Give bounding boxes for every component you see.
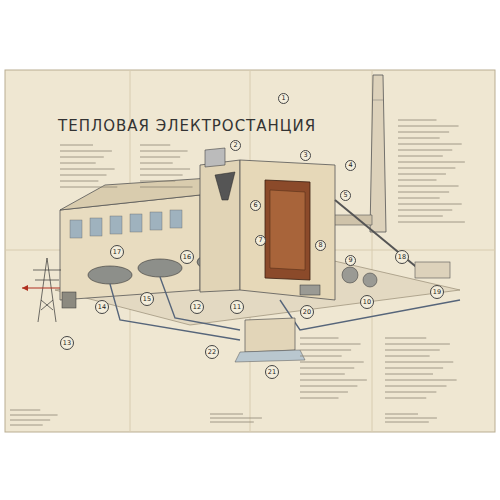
legend-row [60, 175, 107, 176]
legend-row [398, 144, 462, 145]
legend-row [398, 180, 437, 181]
legend-row [140, 181, 175, 182]
callout-number: 4 [345, 160, 356, 171]
legend-row [210, 422, 254, 423]
callout-number: 2 [230, 140, 241, 151]
legend-row [10, 425, 43, 426]
legend-row [140, 187, 193, 188]
legend-row [60, 187, 117, 188]
callout-number: 1 [278, 93, 289, 104]
legend-row [140, 157, 180, 158]
legend-row [385, 418, 437, 419]
legend-row [385, 350, 440, 351]
legend-row [140, 145, 170, 146]
legend-row [140, 151, 188, 152]
legend-row [398, 174, 446, 175]
legend-row [398, 138, 440, 139]
legend-row [398, 216, 443, 217]
legend-row [210, 418, 262, 419]
legend-row [140, 169, 190, 170]
legend-row [398, 120, 437, 121]
callout-number: 8 [315, 240, 326, 251]
callout-number: 7 [255, 235, 266, 246]
callout-number: 14 [95, 300, 109, 314]
legend-row [300, 380, 367, 381]
legend-row [300, 392, 348, 393]
poster-title: ТЕПЛОВАЯ ЭЛЕКТРОСТАНЦИЯ [58, 117, 316, 135]
legend-row [398, 126, 459, 127]
callout-number: 6 [250, 200, 261, 211]
legend-row [398, 162, 465, 163]
legend-row [300, 344, 361, 345]
legend-row [398, 222, 465, 223]
callout-number: 10 [360, 295, 374, 309]
legend-row [385, 356, 430, 357]
legend-row [398, 168, 455, 169]
legend-row [140, 175, 183, 176]
legend-row [385, 386, 447, 387]
callout-number: 11 [230, 300, 244, 314]
callout-number: 22 [205, 345, 219, 359]
legend-row [385, 338, 426, 339]
legend-row [398, 132, 449, 133]
callout-number: 19 [430, 285, 444, 299]
legend-row [385, 362, 453, 363]
callout-number: 20 [300, 305, 314, 319]
callout-number: 21 [265, 365, 279, 379]
legend-row [10, 420, 50, 421]
legend-row [60, 145, 93, 146]
legend-row [398, 198, 440, 199]
legend-row [300, 356, 342, 357]
legend-row [385, 374, 433, 375]
legend-row [398, 192, 449, 193]
callout-number: 3 [300, 150, 311, 161]
legend-row [385, 414, 418, 415]
callout-number: 17 [110, 245, 124, 259]
callout-number: 13 [60, 336, 74, 350]
legend-row [60, 169, 115, 170]
legend-row [10, 415, 58, 416]
callout-number: 9 [345, 255, 356, 266]
legend-row [10, 410, 40, 411]
legend-row [300, 368, 354, 369]
legend-row [60, 157, 104, 158]
legend-row [385, 344, 450, 345]
legend-row [385, 398, 426, 399]
legend-row [385, 422, 429, 423]
legend-row [398, 204, 462, 205]
legend-row [300, 350, 351, 351]
callout-number: 5 [340, 190, 351, 201]
legend-row [60, 151, 112, 152]
legend-row [398, 150, 452, 151]
legend-row [60, 163, 96, 164]
legend-row [385, 380, 457, 381]
callout-number: 12 [190, 300, 204, 314]
legend-row [300, 374, 345, 375]
legend-row [300, 338, 339, 339]
legend-row [60, 181, 98, 182]
legend-row [398, 156, 443, 157]
legend-row [385, 392, 436, 393]
callout-number: 18 [395, 250, 409, 264]
legend-row [385, 368, 443, 369]
legend-row [300, 386, 357, 387]
legend-row [300, 398, 339, 399]
legend-row [210, 414, 243, 415]
callout-number: 15 [140, 292, 154, 306]
callout-number: 16 [180, 250, 194, 264]
legend-row [300, 362, 364, 363]
legend-row [140, 163, 173, 164]
legend-row [398, 210, 452, 211]
legend-row [398, 186, 459, 187]
